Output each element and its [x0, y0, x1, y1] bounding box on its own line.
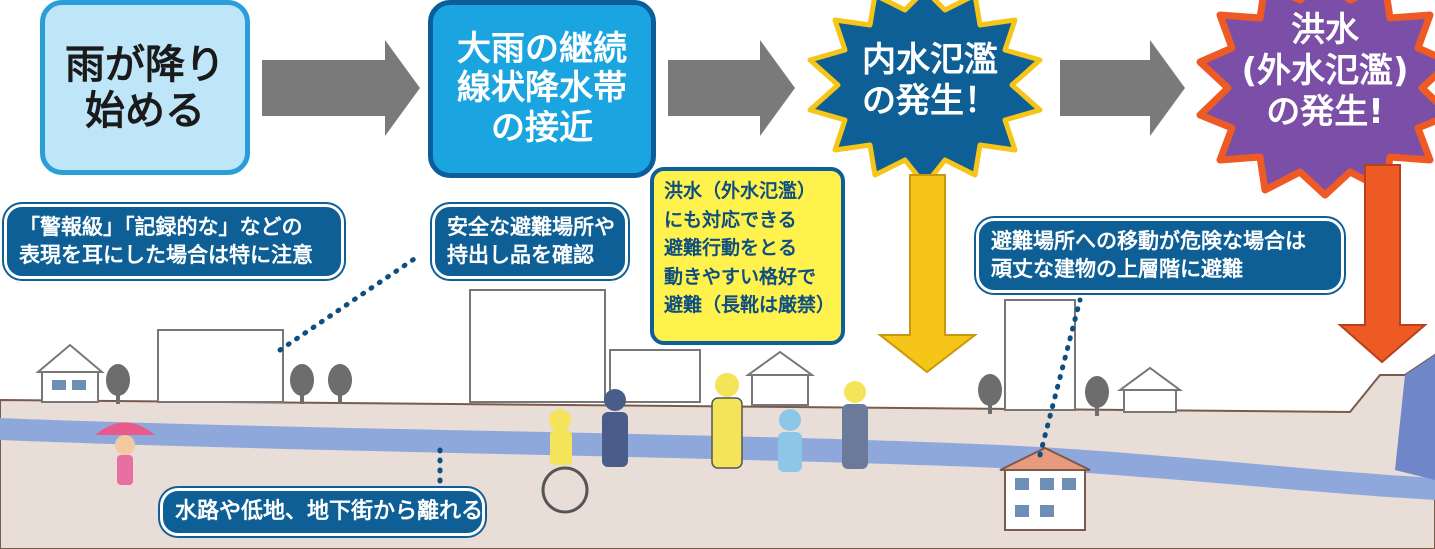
callout-warning-words: 「警報級」「記録的な」などの 表現を耳にした場合は特に注意	[4, 204, 344, 279]
river-water	[1395, 355, 1435, 480]
callout-action-line1: 洪水（外水氾濫）	[664, 180, 817, 202]
step2-line3: の接近	[491, 107, 593, 148]
step-heavy-rain: 大雨の継続 線状降水帯 の接近	[428, 0, 656, 178]
step4-line1: 洪水	[1291, 10, 1359, 50]
callout-shelter-line1: 安全な避難場所や	[447, 215, 615, 239]
houses	[35, 289, 1184, 413]
callout-action-line5: 避難（長靴は厳禁）	[664, 294, 836, 316]
callout-flood-action: 洪水（外水氾濫） にも対応できる 避難行動をとる 動きやすい格好で 避難（長靴は…	[650, 167, 845, 345]
arrow-down-orange-icon	[1337, 164, 1428, 364]
step2-line2: 線状降水帯	[457, 68, 627, 109]
step3-line2: の発生！	[862, 80, 998, 121]
step4-line3: の発生!	[1266, 91, 1384, 132]
leader-lines	[277, 252, 1083, 491]
step2-line1: 大雨の継続	[457, 29, 627, 70]
callout-action-line2: にも対応できる	[664, 208, 797, 231]
evacuating-people-icon	[95, 373, 868, 514]
trees	[106, 364, 1109, 416]
step-river-flood-label: 洪水 (外水氾濫) の発生!	[1215, 10, 1435, 132]
callout-safe-shelter: 安全な避難場所や 持出し品を確認	[432, 204, 628, 279]
callout-away-from-water: 水路や低地、地下街から離れる	[160, 488, 485, 536]
callout-water-line1: 水路や低地、地下街から離れる	[175, 499, 484, 524]
arrow-right-icon	[1060, 40, 1185, 136]
callout-warning-line2: 表現を耳にした場合は特に注意	[19, 243, 313, 268]
step3-line1: 内水氾濫	[862, 40, 998, 80]
callout-action-line3: 避難行動をとる	[664, 237, 798, 259]
callout-vertical-evacuation: 避難場所への移動が危険な場合は 頑丈な建物の上層階に避難	[976, 218, 1344, 293]
callout-shelter-line2: 持出し品を確認	[447, 243, 594, 268]
arrow-right-icon	[668, 40, 795, 136]
arrow-right-icon	[262, 40, 420, 136]
callout-action-line4: 動きやすい格好で	[664, 265, 817, 288]
step1-line2: 始める	[85, 87, 205, 134]
step-inland-flood-label: 内水氾濫 の発生！	[830, 40, 1030, 122]
callout-warning-line1: 「警報級」「記録的な」などの	[19, 215, 303, 239]
step4-line2: (外水氾濫)	[1241, 50, 1409, 91]
burst-river-flood	[1196, 0, 1435, 199]
callout-vertical-line1: 避難場所への移動が危険な場合は	[991, 229, 1306, 253]
flow-arrows	[262, 40, 1185, 136]
step1-line1: 雨が降り	[65, 41, 225, 88]
shelter-house-icon	[999, 446, 1091, 531]
callout-vertical-line2: 頑丈な建物の上層階に避難	[991, 257, 1243, 282]
arrow-down-yellow-icon	[877, 174, 978, 374]
step-rain-begins: 雨が降り 始める	[40, 0, 250, 175]
